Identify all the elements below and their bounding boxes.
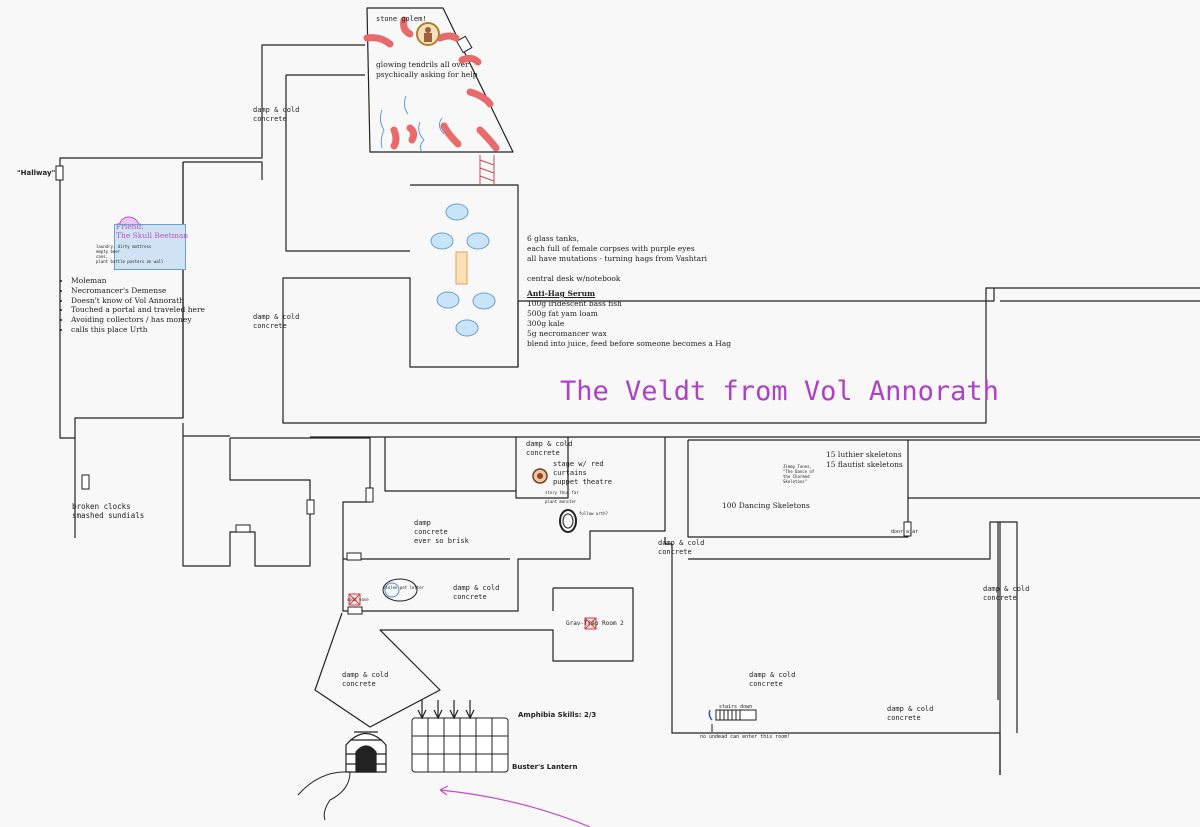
door-marker bbox=[81, 474, 90, 490]
tank-room-notes: 6 glass tanks, each full of female corps… bbox=[527, 234, 732, 348]
no-undead-label: no undead can enter this room! bbox=[700, 734, 791, 740]
jimmy-tones-note: Jimmy Tones, "The Dance of the Charmed S… bbox=[783, 464, 815, 484]
damp-cold-label: damp & cold concrete bbox=[658, 539, 705, 556]
spin-note-label: spin vase bbox=[347, 597, 369, 602]
beetman-note-box bbox=[114, 224, 186, 270]
notes-item: calls this place Urth bbox=[71, 325, 205, 335]
door-marker bbox=[55, 165, 64, 181]
follow-urth-label: follow urth? bbox=[579, 511, 608, 516]
notes-item: Touched a portal and traveled here bbox=[71, 305, 205, 315]
stage-small-note: story thus far plant monster bbox=[545, 490, 579, 504]
glass-tank-icon bbox=[430, 232, 454, 250]
dancing-skeletons-label: 100 Dancing Skeletons bbox=[722, 501, 810, 510]
central-desk-icon bbox=[455, 251, 468, 285]
map-title: The Veldt from Vol Annorath bbox=[560, 376, 999, 407]
damp-cold-label: damp & cold concrete bbox=[749, 671, 796, 688]
glass-tank-icon bbox=[455, 319, 479, 337]
notes-item: Necromancer's Demense bbox=[71, 286, 205, 296]
busters-lantern-label: Buster's Lantern bbox=[512, 763, 578, 771]
damp-cold-label: damp & cold concrete bbox=[342, 671, 389, 688]
serum-title: Anti-Hag Serum bbox=[527, 289, 596, 298]
door-marker bbox=[365, 487, 374, 503]
lantern-icon bbox=[345, 731, 387, 773]
amphibia-skills-grid bbox=[411, 717, 509, 773]
glass-tank-icon bbox=[466, 232, 490, 250]
glass-tank-icon bbox=[436, 291, 460, 309]
damp-cold-label: damp & cold concrete bbox=[983, 585, 1030, 602]
portal-icon bbox=[559, 509, 577, 533]
glass-tank-icon bbox=[445, 203, 469, 221]
door-marker bbox=[235, 524, 251, 533]
damp-cold-label: damp & cold concrete bbox=[526, 440, 573, 457]
notes-item: Doesn't know of Vol Annorath bbox=[71, 296, 205, 306]
pink-arrow bbox=[439, 789, 591, 827]
door-marker bbox=[347, 606, 363, 615]
damp-cold-label: damp & cold concrete bbox=[453, 584, 500, 601]
stairs-down-label: stairs down bbox=[719, 704, 753, 710]
grav-trap-label: Grav-Trap Room 2 bbox=[566, 620, 624, 627]
glowing-tendrils-label: glowing tendrils all over psychically as… bbox=[376, 60, 478, 79]
moleman-notes: Moleman Necromancer's Demense Doesn't kn… bbox=[60, 276, 205, 335]
friend-label: Friend: The Skull Beetman bbox=[116, 222, 189, 240]
stone-golem-label: stone golem! bbox=[376, 15, 427, 23]
beet-note-text: laundry, dirty mattress empty beer cans,… bbox=[96, 244, 164, 264]
glass-tank-icon bbox=[472, 292, 496, 310]
amphibia-skills-label: Amphibia Skills: 2/3 bbox=[518, 711, 597, 719]
door-marker bbox=[346, 552, 362, 561]
door-ajar-label: door ajar bbox=[891, 529, 919, 535]
notes-item: Avoiding collectors / has money bbox=[71, 315, 205, 325]
damp-cold-label: damp & cold concrete bbox=[253, 106, 300, 123]
scrying-oval-icon bbox=[382, 578, 418, 602]
door-marker bbox=[903, 521, 912, 537]
door-marker bbox=[455, 35, 473, 54]
luthier-label: 15 luthier skeletons 15 flautist skeleto… bbox=[826, 450, 903, 469]
stage-label: stage w/ red curtains puppet theatre bbox=[553, 460, 613, 486]
hidden-note-label: stolen pet letter bbox=[383, 585, 424, 590]
broken-clocks-label: broken clocks smashed sundials bbox=[72, 502, 145, 520]
damp-cold-label: damp & cold concrete bbox=[887, 705, 934, 722]
damp-brisk-label: damp concrete ever so brisk bbox=[414, 519, 469, 545]
hallway-label: "Hallway" bbox=[17, 169, 56, 177]
notes-item: Moleman bbox=[71, 276, 205, 286]
damp-cold-label: damp & cold concrete bbox=[253, 313, 300, 330]
door-marker bbox=[306, 499, 315, 515]
